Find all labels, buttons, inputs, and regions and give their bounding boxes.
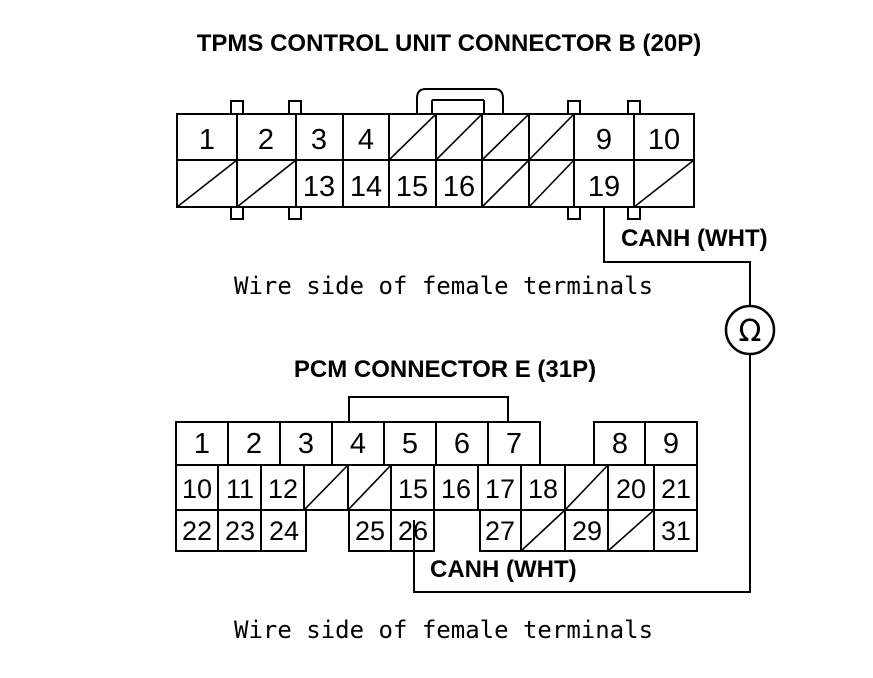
pin-e-31: 31 (661, 516, 691, 546)
pin-e-20: 20 (616, 474, 646, 504)
test-lead-wiring (413, 207, 751, 593)
pin-e-17: 17 (485, 474, 515, 504)
pin-e-25: 25 (355, 516, 385, 546)
pin-b-14: 14 (350, 171, 382, 203)
pin-b-10: 10 (648, 124, 680, 156)
pin-e-2: 2 (246, 428, 262, 460)
pin-e-7: 7 (506, 428, 522, 460)
ohmmeter-icon: Ω (724, 304, 776, 356)
pin-e-8: 8 (612, 428, 628, 460)
ohm-symbol: Ω (739, 314, 762, 349)
pin-b-9: 9 (596, 124, 612, 156)
pin-e-6: 6 (454, 428, 470, 460)
pin-e-15: 15 (398, 474, 428, 504)
pin-b-2: 2 (258, 124, 274, 156)
pin-b-3: 3 (311, 124, 327, 156)
connector-b-wire-label: CANH (WHT) (621, 225, 768, 252)
pin-e-21: 21 (661, 474, 691, 504)
connector-b-title: TPMS CONTROL UNIT CONNECTOR B (20P) (197, 30, 701, 57)
pin-e-29: 29 (572, 516, 602, 546)
pin-b-16: 16 (443, 171, 475, 203)
pin-b-13: 13 (303, 171, 335, 203)
pin-e-22: 22 (182, 516, 212, 546)
pin-b-4: 4 (358, 124, 374, 156)
pin-e-3: 3 (298, 428, 314, 460)
pin-e-23: 23 (225, 516, 255, 546)
pin-e-10: 10 (182, 474, 212, 504)
connector-e-wire-label: CANH (WHT) (430, 556, 577, 583)
pin-e-5: 5 (402, 428, 418, 460)
connector-e: 1 2 3 4 5 6 7 8 9 10 11 12 15 16 17 18 2… (175, 396, 698, 552)
pin-b-15: 15 (396, 171, 428, 203)
connector-e-caption: Wire side of female terminals (234, 616, 653, 644)
connector-b: 1 2 3 4 9 10 13 14 15 16 19 (176, 88, 695, 220)
pin-e-27: 27 (485, 516, 515, 546)
pin-b-19: 19 (588, 171, 620, 203)
pin-e-11: 11 (226, 474, 254, 504)
pin-e-18: 18 (528, 474, 558, 504)
pin-b-1: 1 (199, 124, 215, 156)
pin-e-24: 24 (269, 516, 299, 546)
pin-e-12: 12 (268, 474, 298, 504)
connector-e-title: PCM CONNECTOR E (31P) (294, 356, 596, 383)
connector-b-caption: Wire side of female terminals (234, 272, 653, 300)
pin-e-1: 1 (194, 428, 210, 460)
pin-e-4: 4 (350, 428, 366, 460)
pin-e-16: 16 (441, 474, 471, 504)
pin-e-9: 9 (663, 428, 679, 460)
